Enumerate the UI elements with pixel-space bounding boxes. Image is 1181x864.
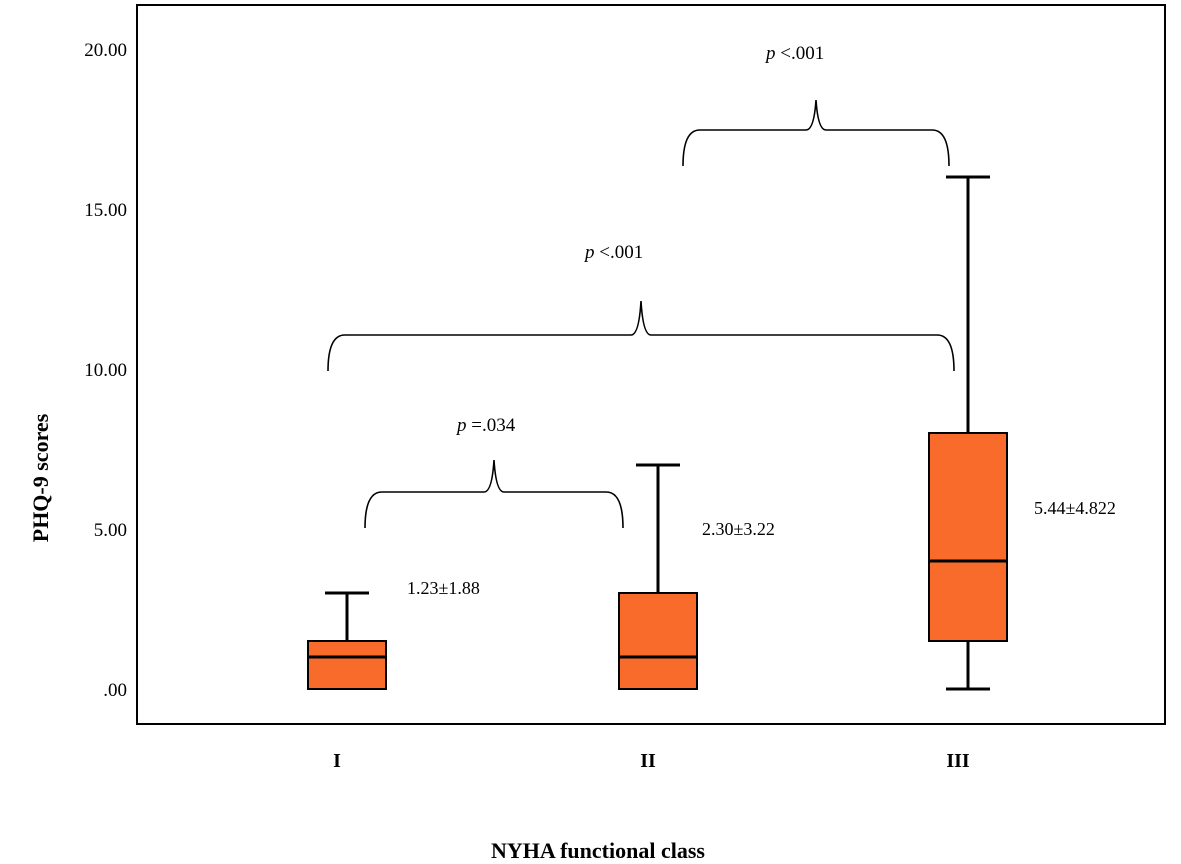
y-tick-label: 20.00 (84, 40, 127, 61)
box-group-II: 2.30±3.22 (618, 463, 775, 690)
box-series: 1.23±1.88 2.30±3.22 5.44±4.822 (307, 175, 1116, 691)
p-symbol: p (764, 43, 776, 64)
y-axis-ticks: .00 5.00 10.00 15.00 20.00 (84, 40, 127, 701)
box-group-III: 5.44±4.822 (928, 175, 1116, 691)
box-annotation: 2.30±3.22 (702, 519, 775, 539)
y-tick-label: 15.00 (84, 200, 127, 221)
p-value-label: p <.001 (764, 43, 824, 64)
p-value-text: <.001 (595, 242, 644, 263)
p-value-label: p =.034 (455, 415, 516, 436)
box-annotation: 5.44±4.822 (1034, 498, 1116, 518)
box-iqr (618, 592, 698, 690)
comparison-II-III: p <.001 (682, 43, 950, 167)
box-annotation: 1.23±1.88 (407, 578, 480, 598)
p-value-text: =.034 (467, 415, 516, 436)
p-value-text: <.001 (776, 43, 825, 64)
bracket-path (364, 459, 624, 529)
p-symbol: p (583, 242, 595, 263)
y-tick-label: .00 (103, 680, 127, 701)
bracket-path (327, 300, 955, 372)
x-category-label: I (333, 750, 341, 772)
bracket-path (682, 99, 950, 167)
plot-area-frame (136, 4, 1166, 725)
y-axis-title: PHQ-9 scores (28, 413, 53, 542)
y-tick-label: 10.00 (84, 360, 127, 381)
y-tick-label: 5.00 (94, 520, 127, 541)
comparison-I-III: p <.001 (327, 242, 955, 372)
x-axis-title: NYHA functional class (491, 838, 705, 863)
p-value-label: p <.001 (583, 242, 643, 263)
box-iqr (307, 640, 387, 690)
box-group-I: 1.23±1.88 (307, 578, 480, 690)
p-symbol: p (455, 415, 467, 436)
box-iqr (928, 432, 1008, 642)
comparison-I-II: p =.034 (364, 415, 624, 529)
x-category-label: II (640, 750, 656, 772)
x-category-label: III (946, 750, 970, 772)
